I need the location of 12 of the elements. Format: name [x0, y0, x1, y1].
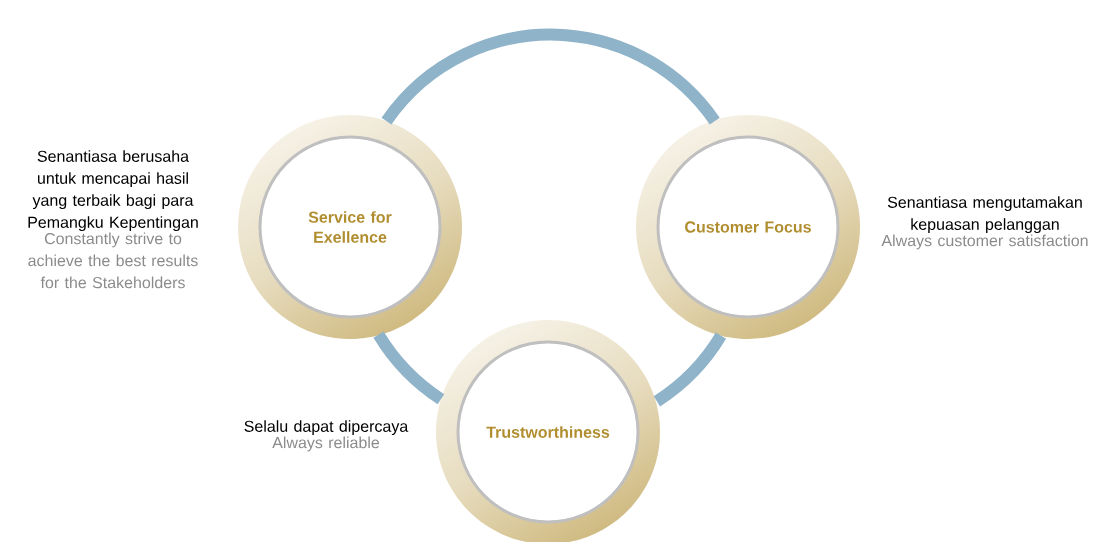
ring-arc [653, 332, 726, 407]
description-text: Senantiasa mengutamakan kepuasan pelanggan [887, 196, 1082, 234]
circle-node: Service for Exellence [258, 135, 442, 319]
ring-arc [381, 28, 720, 125]
circle-node: Customer Focus [656, 135, 840, 319]
ring-arc [373, 331, 445, 405]
description-text: Senantiasa berusaha untuk mencapai hasil yang terbaik bagi para Pemangku Kepentingan [28, 150, 198, 232]
description-text: Always reliable [272, 436, 380, 452]
description-text: Selalu dapat dipercaya [244, 420, 409, 436]
description-text: Constantly strive to achieve the best results for the Stakeholders [28, 232, 198, 289]
circle-node: Trustworthiness [456, 340, 640, 524]
description-text: Always customer satisfaction [881, 234, 1088, 250]
